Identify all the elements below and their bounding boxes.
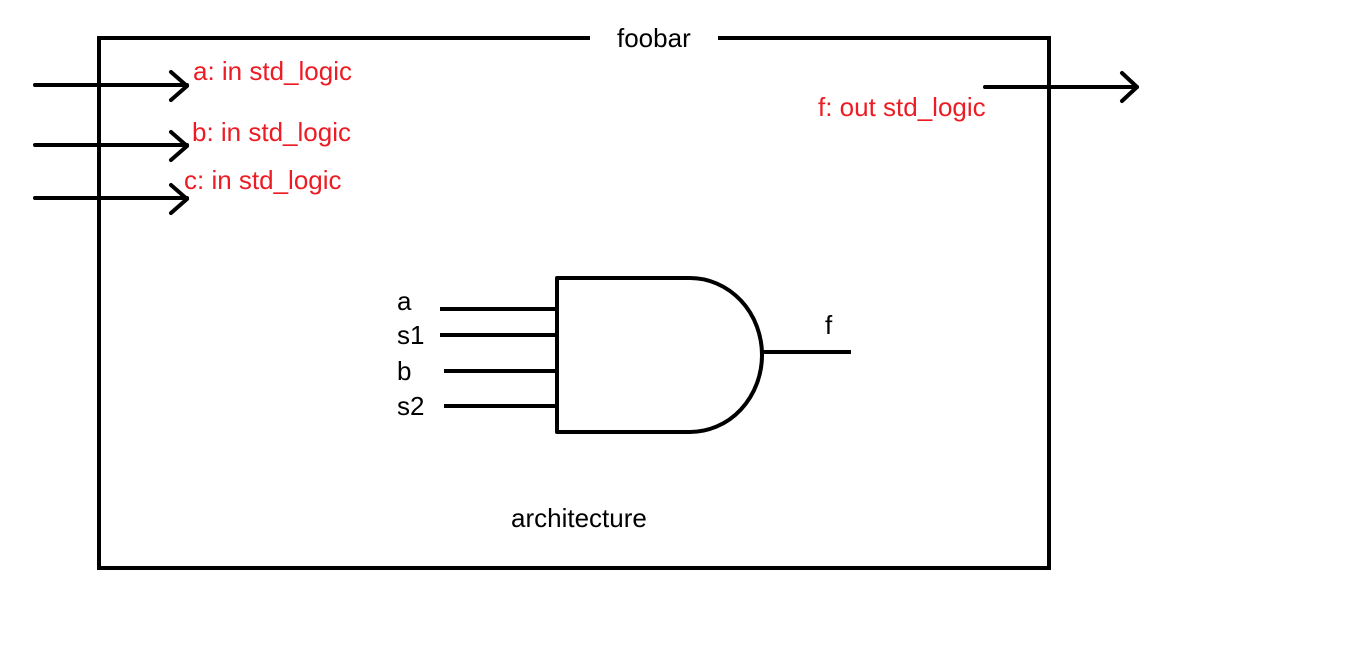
entity-name: foobar [617,23,691,53]
architecture-label: architecture [511,503,647,533]
input-arrow-b [33,130,189,162]
port-label-f: f: out std_logic [818,92,986,122]
input-arrow-a [33,70,189,102]
entity-box [97,36,1051,570]
output-arrow-f [983,71,1139,103]
port-label-b: b: in std_logic [192,117,351,147]
gate-input-label-b: b [397,356,412,386]
gate-output-label-f: f [825,310,833,340]
port-label-c: c: in std_logic [184,165,342,195]
gate-input-label-s1: s1 [397,320,425,350]
gate-input-label-s2: s2 [397,391,425,421]
input-arrow-c [33,183,189,215]
gate-input-label-a: a [397,286,412,316]
and-gate [555,276,764,434]
port-label-a: a: in std_logic [193,56,352,86]
